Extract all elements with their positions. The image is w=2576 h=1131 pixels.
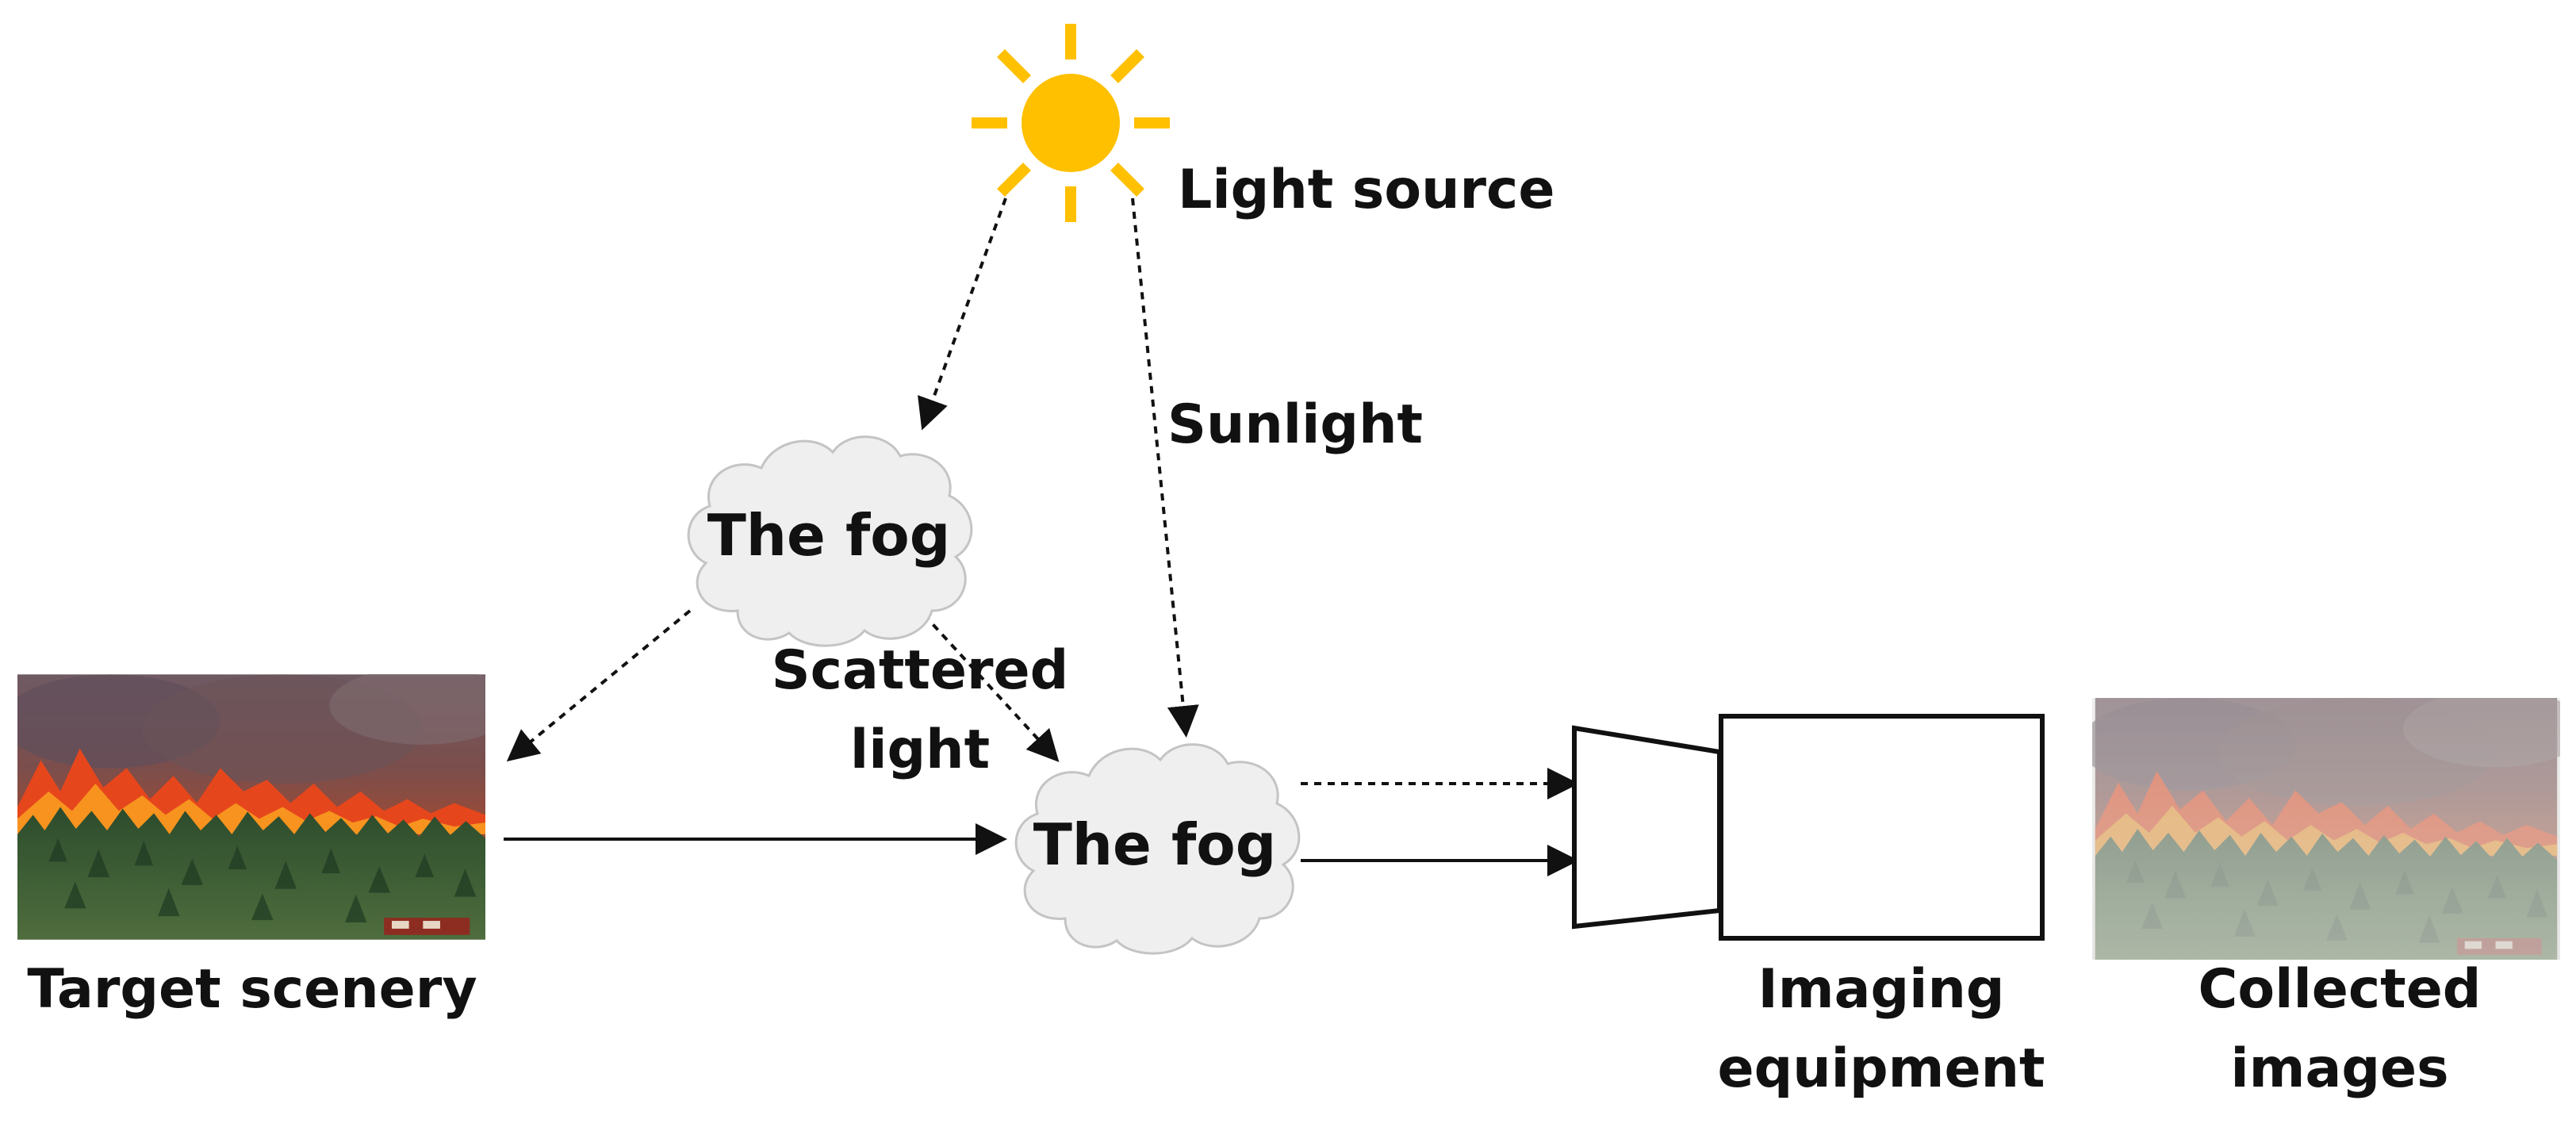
- scattered-light-line2: light: [850, 719, 990, 781]
- target-scenery-image: [17, 674, 485, 940]
- upper-fog-label: The fog: [707, 502, 951, 569]
- scattered-light-label: Scattered light: [772, 639, 1069, 781]
- scattered-light-line1: Scattered: [772, 639, 1069, 702]
- sunlight-arrow: [1131, 197, 1199, 738]
- collected-images-label: Collected images: [2198, 958, 2482, 1100]
- upper-fog-cloud: The fog: [687, 435, 973, 647]
- collected-images-line2: images: [2230, 1037, 2448, 1100]
- lower-fog-cloud: The fog: [1014, 743, 1301, 955]
- imaging-equipment-label: Imaging equipment: [1717, 958, 2045, 1100]
- target-scenery-label: Target scenery: [27, 958, 477, 1021]
- camera-icon: [1572, 714, 2045, 941]
- imaging-equipment-line2: equipment: [1717, 1037, 2045, 1100]
- collected-image: [2092, 698, 2560, 960]
- light-source-label: Light source: [1178, 159, 1554, 221]
- imaging-equipment-line1: Imaging: [1758, 958, 2004, 1021]
- scattered-light-arrow: [922, 613, 1060, 762]
- sun-icon: [972, 24, 1170, 222]
- lower-fog-label: The fog: [1033, 811, 1277, 878]
- collected-images-line1: Collected: [2198, 958, 2482, 1021]
- fog-to-scenery-arrow: [506, 609, 692, 762]
- sunlight-label: Sunlight: [1167, 393, 1423, 456]
- sun-to-upper-fog-arrow: [918, 197, 1007, 431]
